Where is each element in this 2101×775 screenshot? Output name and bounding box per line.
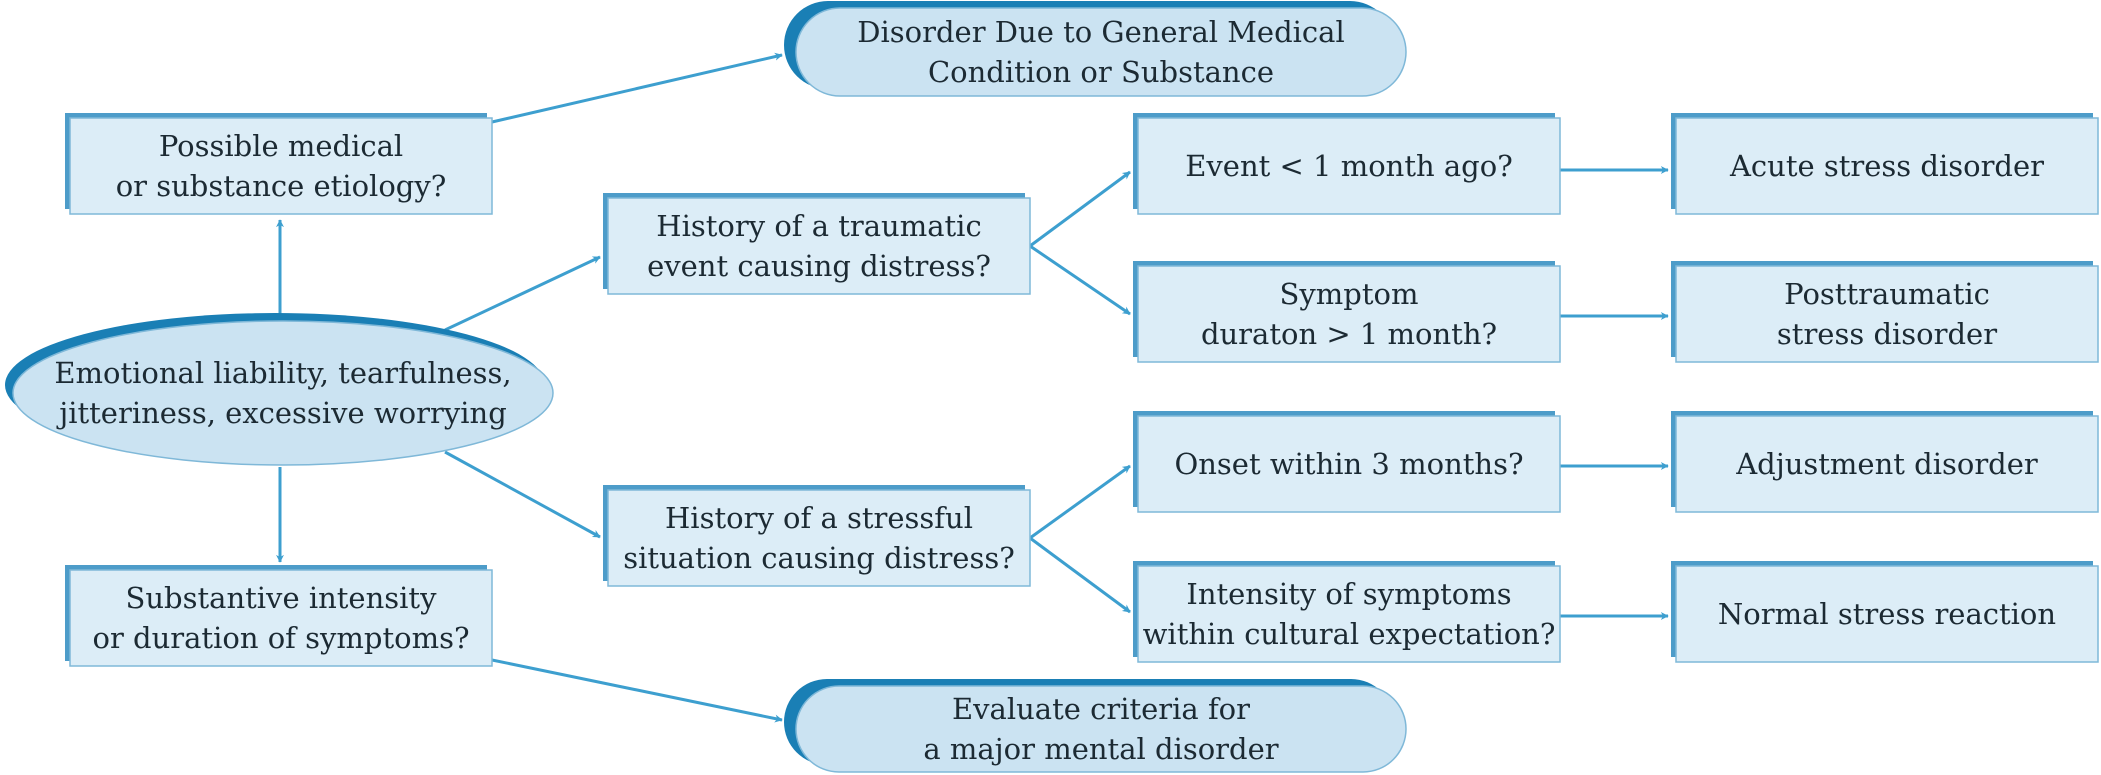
major-mental-disorder-outcome-pill-line-2: a major mental disorder — [923, 732, 1278, 766]
adjustment-disorder-box: Adjustment disorder — [1671, 411, 2099, 513]
posttraumatic-stress-disorder-box-line-2: stress disorder — [1777, 317, 1997, 351]
traumatic-event-question-box-line-2: event causing distress? — [647, 249, 991, 283]
onset-three-months-question-box: Onset within 3 months? — [1133, 411, 1561, 513]
medical-condition-outcome-pill-line-2: Condition or Substance — [928, 55, 1274, 89]
arrow-intensity-to-outcome — [491, 658, 783, 723]
event-recent-question-box: Event < 1 month ago? — [1133, 113, 1561, 215]
symptom-duration-question-box-line-2: duraton > 1 month? — [1201, 317, 1497, 351]
major-mental-disorder-outcome-pill-line-1: Evaluate criteria for — [952, 692, 1250, 726]
acute-stress-disorder-box: Acute stress disorder — [1671, 113, 2099, 215]
cultural-expectation-question-box-line-1: Intensity of symptoms — [1186, 577, 1511, 611]
arrow-start-to-traumatic — [444, 255, 601, 332]
stressful-situation-question-box-line-2: situation causing distress? — [623, 541, 1015, 575]
symptom-duration-question-box: Symptom duraton > 1 month? — [1133, 261, 1561, 363]
flowchart-nodes: Possible medical or substance etiology? Su… — [5, 1, 2099, 773]
medical-condition-outcome-pill-line-1: Disorder Due to General Medical — [857, 15, 1345, 49]
arrow-traumatic-to-event — [1029, 170, 1131, 248]
posttraumatic-stress-disorder-box-line-1: Posttraumatic — [1784, 277, 1990, 311]
start-ellipse-line-2: jitteriness, excessive worrying — [56, 396, 507, 430]
cultural-expectation-question-box-line-2: within cultural expectation? — [1143, 617, 1556, 651]
stressful-situation-question-box: History of a stressful situation causing … — [603, 485, 1031, 587]
medical-etiology-question-box-line-2: or substance etiology? — [116, 169, 447, 203]
symptom-duration-question-box-line-1: Symptom — [1280, 277, 1419, 311]
medical-etiology-question-box: Possible medical or substance etiology? — [65, 113, 493, 215]
arrow-start-to-stressful — [444, 450, 601, 539]
event-recent-question-box-line-1: Event < 1 month ago? — [1185, 149, 1513, 183]
traumatic-event-question-box-line-1: History of a traumatic — [656, 209, 981, 243]
medical-etiology-question-box-line-1: Possible medical — [159, 129, 403, 163]
intensity-duration-question-box-line-2: or duration of symptoms? — [93, 621, 470, 655]
cultural-expectation-question-box: Intensity of symptoms within cultural exp… — [1133, 561, 1561, 663]
start-ellipse: Emotional liability, tearfulness, jitteri… — [5, 313, 554, 466]
arrow-stressful-to-onset — [1029, 464, 1131, 540]
acute-stress-disorder-box-line-1: Acute stress disorder — [1729, 149, 2044, 183]
intensity-duration-question-box-line-1: Substantive intensity — [126, 581, 438, 615]
connector-arrows — [276, 52, 1669, 723]
arrow-traumatic-to-duration — [1029, 244, 1131, 316]
arrow-stressful-to-cultural — [1029, 536, 1131, 614]
arrow-medical-to-outcome — [491, 52, 783, 124]
adjustment-disorder-box-line-1: Adjustment disorder — [1735, 447, 2038, 481]
normal-stress-reaction-box: Normal stress reaction — [1671, 561, 2099, 663]
intensity-duration-question-box: Substantive intensity or duration of symp… — [65, 565, 493, 667]
major-mental-disorder-outcome-pill: Evaluate criteria for a major mental diso… — [784, 679, 1407, 773]
normal-stress-reaction-box-line-1: Normal stress reaction — [1718, 597, 2056, 631]
start-ellipse-line-1: Emotional liability, tearfulness, — [54, 356, 511, 390]
posttraumatic-stress-disorder-box: Posttraumatic stress disorder — [1671, 261, 2099, 363]
medical-condition-outcome-pill: Disorder Due to General MedicalCondition… — [784, 1, 1407, 97]
onset-three-months-question-box-line-1: Onset within 3 months? — [1174, 447, 1523, 481]
stressful-situation-question-box-line-1: History of a stressful — [665, 501, 973, 535]
traumatic-event-question-box: History of a traumatic event causing dist… — [603, 193, 1031, 295]
